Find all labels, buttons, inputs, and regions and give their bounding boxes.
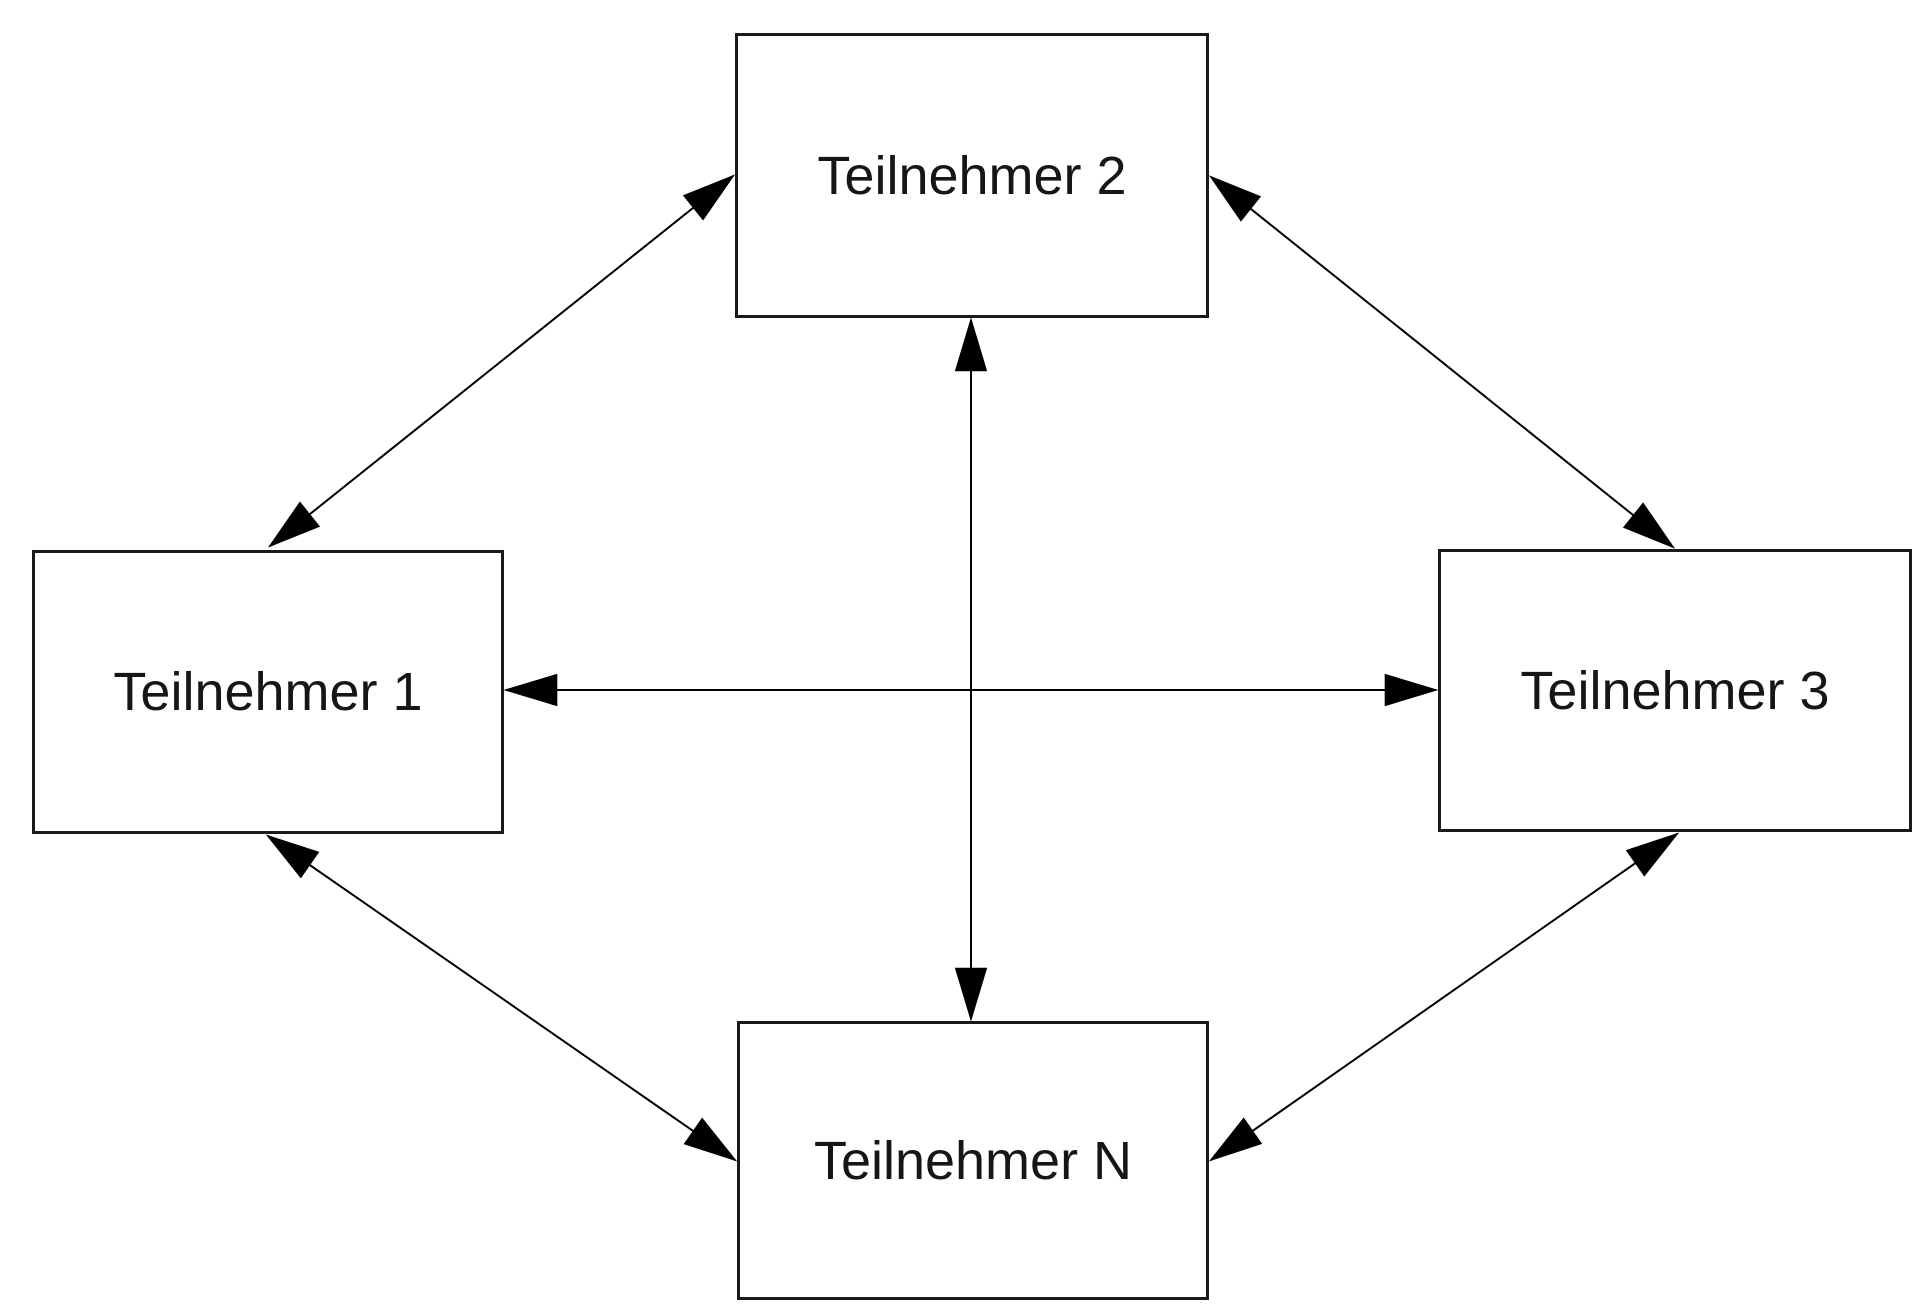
edge-teilnehmer-1-teilnehmer-n <box>265 834 738 1162</box>
edge-teilnehmer-2-teilnehmer-3 <box>1208 175 1676 549</box>
node-teilnehmer-3: Teilnehmer 3 <box>1438 549 1912 832</box>
edge-teilnehmer-1-teilnehmer-2 <box>267 174 736 548</box>
node-teilnehmer-n-label: Teilnehmer N <box>813 1130 1133 1191</box>
edge-teilnehmer-n-teilnehmer-3 <box>1208 832 1680 1162</box>
node-teilnehmer-n: Teilnehmer N <box>737 1021 1209 1300</box>
node-teilnehmer-3-label: Teilnehmer 3 <box>1520 660 1830 721</box>
node-teilnehmer-2: Teilnehmer 2 <box>735 33 1209 318</box>
node-teilnehmer-1: Teilnehmer 1 <box>32 550 504 834</box>
node-teilnehmer-2-label: Teilnehmer 2 <box>817 145 1127 206</box>
node-teilnehmer-1-label: Teilnehmer 1 <box>113 662 423 722</box>
